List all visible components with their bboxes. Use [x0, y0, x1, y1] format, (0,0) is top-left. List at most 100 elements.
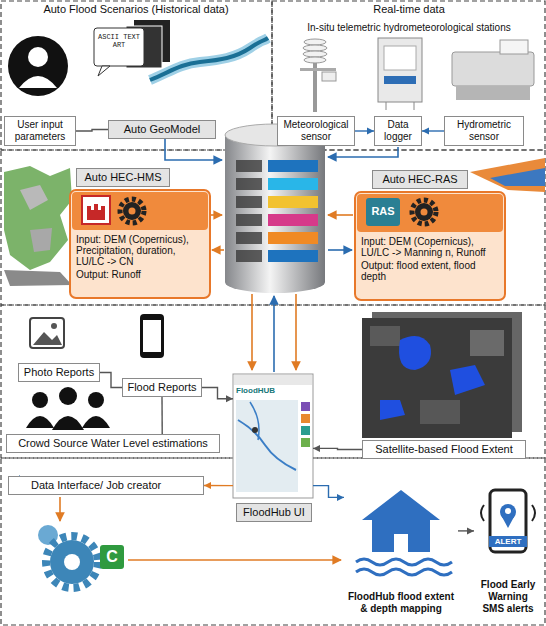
node-text: Photo Reports — [22, 366, 96, 379]
house-flood-icon — [356, 490, 452, 575]
node-text: FloodHub UI — [240, 506, 308, 519]
database-cylinder — [236, 196, 262, 208]
river-map-icon — [150, 38, 268, 80]
crowd-icon — [82, 416, 110, 428]
photo-icon — [51, 323, 57, 329]
logo-text: RAS — [366, 205, 400, 218]
label-box: User input parameters — [4, 116, 76, 146]
node-text: Output: flood extent, flood depth — [361, 260, 499, 282]
connector — [76, 130, 108, 132]
dashed-region: Real-time dataIn-situ telemetric hydrome… — [272, 0, 546, 150]
node-text: Auto GeoModel — [112, 123, 212, 136]
user-icon — [8, 36, 68, 96]
hec-ras-panel — [355, 192, 505, 300]
hec-hms-panel — [129, 208, 136, 215]
house-flood-icon — [356, 569, 452, 575]
database-cylinder — [225, 124, 325, 293]
phone-icon — [140, 314, 164, 358]
connector — [100, 373, 122, 388]
hec-hms-panel — [70, 190, 210, 298]
database-cylinder — [236, 178, 262, 190]
label-box: Auto HEC-RAS — [372, 170, 468, 189]
satellite-image — [370, 326, 400, 346]
meteorological-sensor-icon — [303, 45, 327, 51]
ui-screenshot: FloodHUB — [233, 374, 313, 498]
meteorological-sensor-icon — [303, 51, 327, 57]
phone-icon — [143, 320, 161, 352]
node-text: Data logger — [378, 119, 418, 143]
hydrometric-sensor-icon — [452, 40, 534, 100]
connector — [313, 486, 344, 501]
floodhub-screenshot — [233, 374, 313, 498]
hec-hms-panel — [70, 190, 210, 298]
database-cylinder — [268, 178, 318, 190]
data-logger-icon — [414, 102, 415, 110]
node-text: Auto Flood Scenarios (Historical data) — [0, 3, 272, 16]
database-cylinder — [225, 135, 325, 282]
connector-line — [161, 397, 163, 434]
hec-ras-panel — [415, 203, 433, 221]
label-box: Flood Reports — [122, 378, 202, 397]
flow-arrows — [295, 294, 297, 370]
database-cylinder — [268, 160, 318, 172]
node-text: Real-time data — [272, 3, 546, 16]
label-box: Hydrometric sensor — [444, 116, 524, 146]
hec-ras-panel — [412, 200, 436, 224]
satellite-image — [399, 336, 431, 370]
flow-arrows — [210, 214, 222, 216]
hec-hms-panel — [82, 196, 110, 224]
satellite-image — [450, 365, 485, 395]
arrow-head — [467, 527, 474, 534]
satellite-image — [362, 312, 522, 438]
floodhub-screenshot — [301, 414, 310, 423]
user-icon — [8, 36, 68, 96]
floodhub-screenshot — [250, 402, 259, 440]
icon-text: ASCII TEXT ART — [97, 33, 141, 49]
connector — [162, 397, 163, 434]
house-flood-icon — [356, 559, 452, 565]
dashed-bands — [1, 1, 272, 150]
user-icon — [28, 47, 48, 67]
meteorological-sensor-icon — [304, 39, 326, 45]
meteorological-sensor-icon — [304, 57, 326, 63]
terrain-3d — [470, 158, 545, 192]
europe-map — [4, 166, 72, 270]
flow-arrows — [328, 249, 352, 251]
output-node: FloodHub flood extent & depth mapping — [344, 484, 458, 618]
hec-hms-panel — [87, 204, 105, 220]
europe-map — [4, 166, 72, 286]
label-box: FloodHub UI — [236, 503, 312, 522]
arrow-head — [226, 395, 233, 402]
house-flood-icon — [362, 490, 440, 552]
user-icon — [19, 76, 57, 88]
database-cylinder — [268, 214, 318, 226]
node-text: Output: Runoff — [76, 269, 204, 280]
arrow-head — [204, 482, 211, 489]
connector-line — [76, 130, 108, 132]
connector — [355, 128, 374, 135]
flow-arrows — [60, 139, 398, 560]
connector-line — [313, 448, 362, 449]
dashed-bands — [272, 1, 545, 150]
celery-icon — [38, 525, 124, 588]
europe-map — [30, 228, 52, 252]
alert-phone-icon — [490, 490, 526, 552]
document-stack-icon — [98, 66, 110, 76]
alert-phone-icon — [489, 536, 527, 547]
node-text: Flood Reports — [126, 381, 198, 394]
arrow-head — [313, 445, 320, 452]
connector — [458, 527, 474, 534]
flow-arrows — [328, 147, 398, 157]
floodhub-screenshot — [301, 426, 310, 435]
label-box: Data logger — [374, 116, 422, 146]
terrain-3d — [490, 168, 545, 186]
hec-hms-panel — [123, 202, 141, 220]
data-logger-icon — [378, 38, 422, 110]
document-stack-icon — [94, 20, 170, 76]
node-text: Input: DEM (Copernicus), Precipitation, … — [76, 234, 204, 267]
hydrometric-sensor-icon — [452, 52, 534, 86]
floodhub-screenshot — [301, 402, 310, 411]
flow-arrows — [251, 294, 253, 370]
connector — [204, 482, 233, 489]
